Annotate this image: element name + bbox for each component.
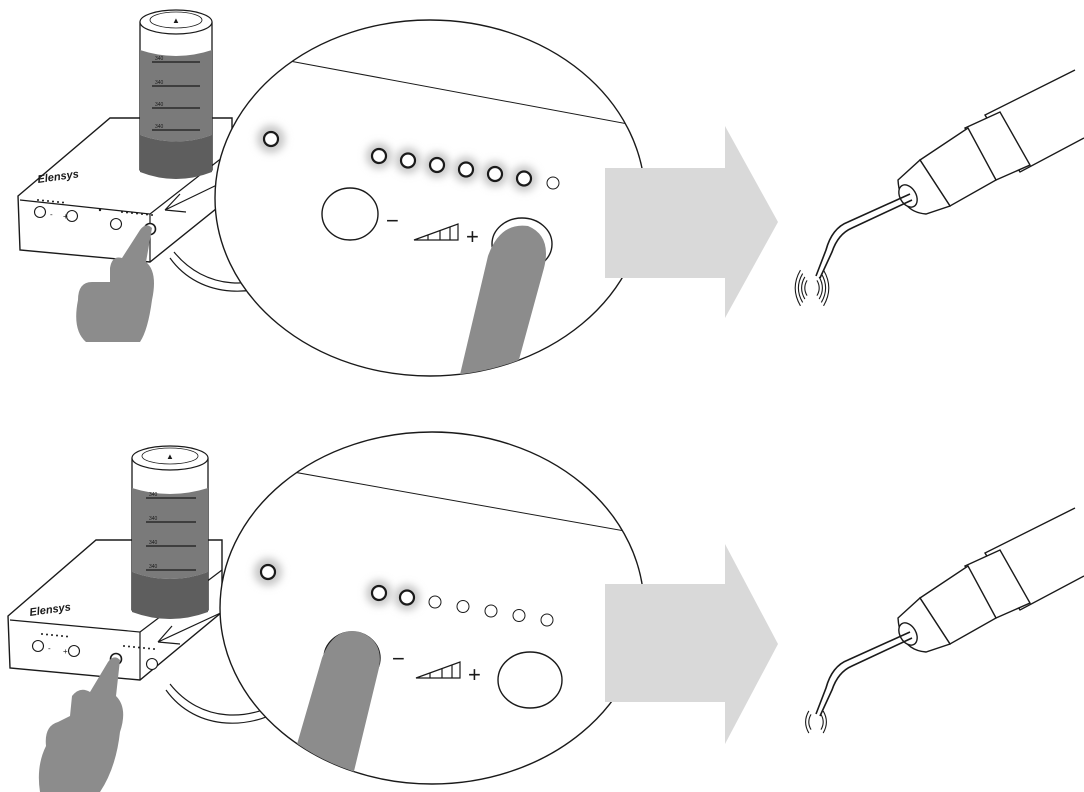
power-led-off [457, 601, 469, 613]
step-panel-decrease: Elensys - + ▲ [0, 396, 1084, 792]
vibration-wave [809, 714, 811, 729]
device-plus-label: + [63, 212, 68, 221]
vibration-wave [795, 270, 800, 306]
zoom-bubble: − + [215, 20, 660, 396]
device-minus-button[interactable] [35, 207, 46, 218]
bottle-marking: 340 [155, 56, 164, 62]
status-led [264, 132, 278, 146]
power-led-lit [488, 167, 502, 181]
vibration-icon [806, 711, 827, 733]
power-plus-label: + [468, 662, 481, 687]
power-led-lit [372, 149, 386, 163]
device-minus-label: - [50, 210, 53, 219]
device-power-plus-button[interactable] [147, 659, 158, 670]
scaler-handpiece-icon [816, 70, 1084, 278]
power-led-off [429, 596, 441, 608]
bottle-marking: 340 [149, 564, 158, 570]
zoom-bubble: − + [220, 432, 664, 792]
power-led-lit [401, 154, 415, 168]
power-led-off [547, 177, 559, 189]
power-led-lit [372, 586, 386, 600]
water-bottle: ▲ 340 340 340 340 [140, 10, 212, 179]
power-led-lit [517, 172, 531, 186]
power-led-lit [430, 158, 444, 172]
hand-pointer-icon [39, 657, 123, 792]
power-plus-label: + [466, 224, 479, 249]
device-power-minus-button[interactable] [111, 219, 122, 230]
bottle-marking: 340 [149, 540, 158, 546]
status-led [261, 565, 275, 579]
bottle-marking: 340 [155, 124, 164, 130]
bottle-marking: 340 [149, 492, 158, 498]
step-panel-increase: Elensys - + ▲ [0, 0, 1084, 396]
power-minus-label: − [386, 208, 399, 233]
device-plus-button[interactable] [67, 211, 78, 222]
bottle-marking: 340 [155, 80, 164, 86]
device-plus-button[interactable] [69, 646, 80, 657]
vibration-wave [805, 280, 807, 295]
device-minus-label: - [48, 644, 51, 653]
svg-text:▲: ▲ [166, 452, 174, 461]
step-diagram-increase: Elensys - + ▲ [0, 0, 1084, 396]
device-plus-label: + [63, 647, 68, 656]
power-minus-button[interactable] [322, 188, 378, 240]
power-plus-button[interactable] [498, 652, 562, 708]
power-led-off [541, 614, 553, 626]
svg-text:▲: ▲ [172, 16, 180, 25]
power-led-lit [459, 163, 473, 177]
device-minus-button[interactable] [33, 641, 44, 652]
vibration-wave [817, 280, 819, 295]
bottle-marking: 340 [149, 516, 158, 522]
vibration-wave [824, 270, 829, 306]
water-bottle: ▲ 340 340 340 340 [132, 446, 208, 619]
power-led-lit [400, 591, 414, 605]
scaler-handpiece-icon [816, 508, 1084, 716]
vibration-icon [795, 270, 829, 306]
power-led-off [485, 605, 497, 617]
power-led-off [513, 610, 525, 622]
bottle-marking: 340 [155, 102, 164, 108]
vibration-wave [821, 714, 823, 729]
power-minus-label: − [392, 646, 405, 671]
step-diagram-decrease: Elensys - + ▲ [0, 396, 1084, 792]
